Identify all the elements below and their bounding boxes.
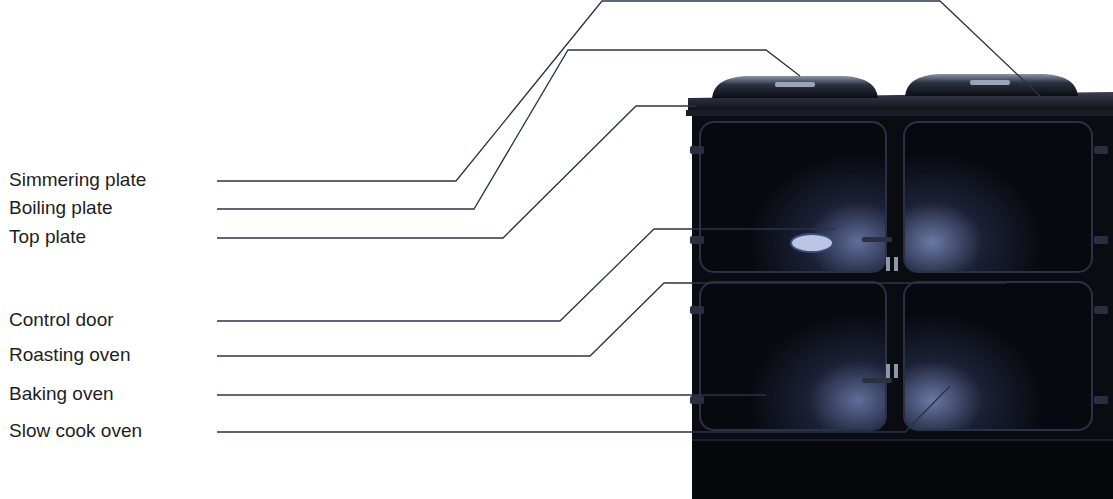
door-rim [700, 122, 886, 272]
leader-line [217, 394, 766, 395]
door-handle [894, 364, 898, 378]
door-latch [862, 237, 892, 242]
hinge [690, 396, 704, 404]
door-latch [862, 378, 892, 383]
lid-handle [970, 80, 1010, 85]
hinge [1094, 306, 1108, 314]
hinge [1094, 146, 1108, 154]
leader-line [217, 386, 950, 432]
slow-cook-oven-door [904, 282, 1092, 430]
part-label: Simmering plate [9, 169, 146, 191]
door-rim [904, 282, 1092, 430]
roasting-oven-door [904, 122, 1092, 272]
hinge [1094, 396, 1108, 404]
hinge [1094, 236, 1108, 244]
door-handle [886, 257, 890, 271]
part-label: Slow cook oven [9, 420, 142, 442]
hinge [690, 306, 704, 314]
lid-handle [775, 82, 815, 87]
leader-line [217, 50, 800, 209]
leader-line [217, 106, 696, 238]
door-handle [886, 364, 890, 378]
cooker-body [692, 104, 1113, 499]
door-handle [894, 257, 898, 271]
simmering-plate-lid [905, 74, 1078, 96]
plinth-edge [692, 439, 1113, 441]
hinge [690, 236, 704, 244]
leader-line [217, 1, 1040, 181]
leader-line [217, 283, 1006, 356]
control-door [700, 122, 886, 272]
plinth [692, 440, 1113, 499]
logo-badge [791, 234, 833, 252]
part-label: Control door [9, 309, 114, 331]
door-rim [904, 122, 1092, 272]
leader-line [217, 229, 836, 321]
part-label: Baking oven [9, 383, 114, 405]
part-label: Roasting oven [9, 344, 130, 366]
part-label: Boiling plate [9, 197, 113, 219]
door-rim [700, 282, 886, 430]
part-label: Top plate [9, 226, 86, 248]
top-plate-edge [686, 110, 1113, 116]
boiling-plate-lid [712, 76, 878, 98]
baking-oven-door [700, 282, 886, 430]
hinge [690, 146, 704, 154]
